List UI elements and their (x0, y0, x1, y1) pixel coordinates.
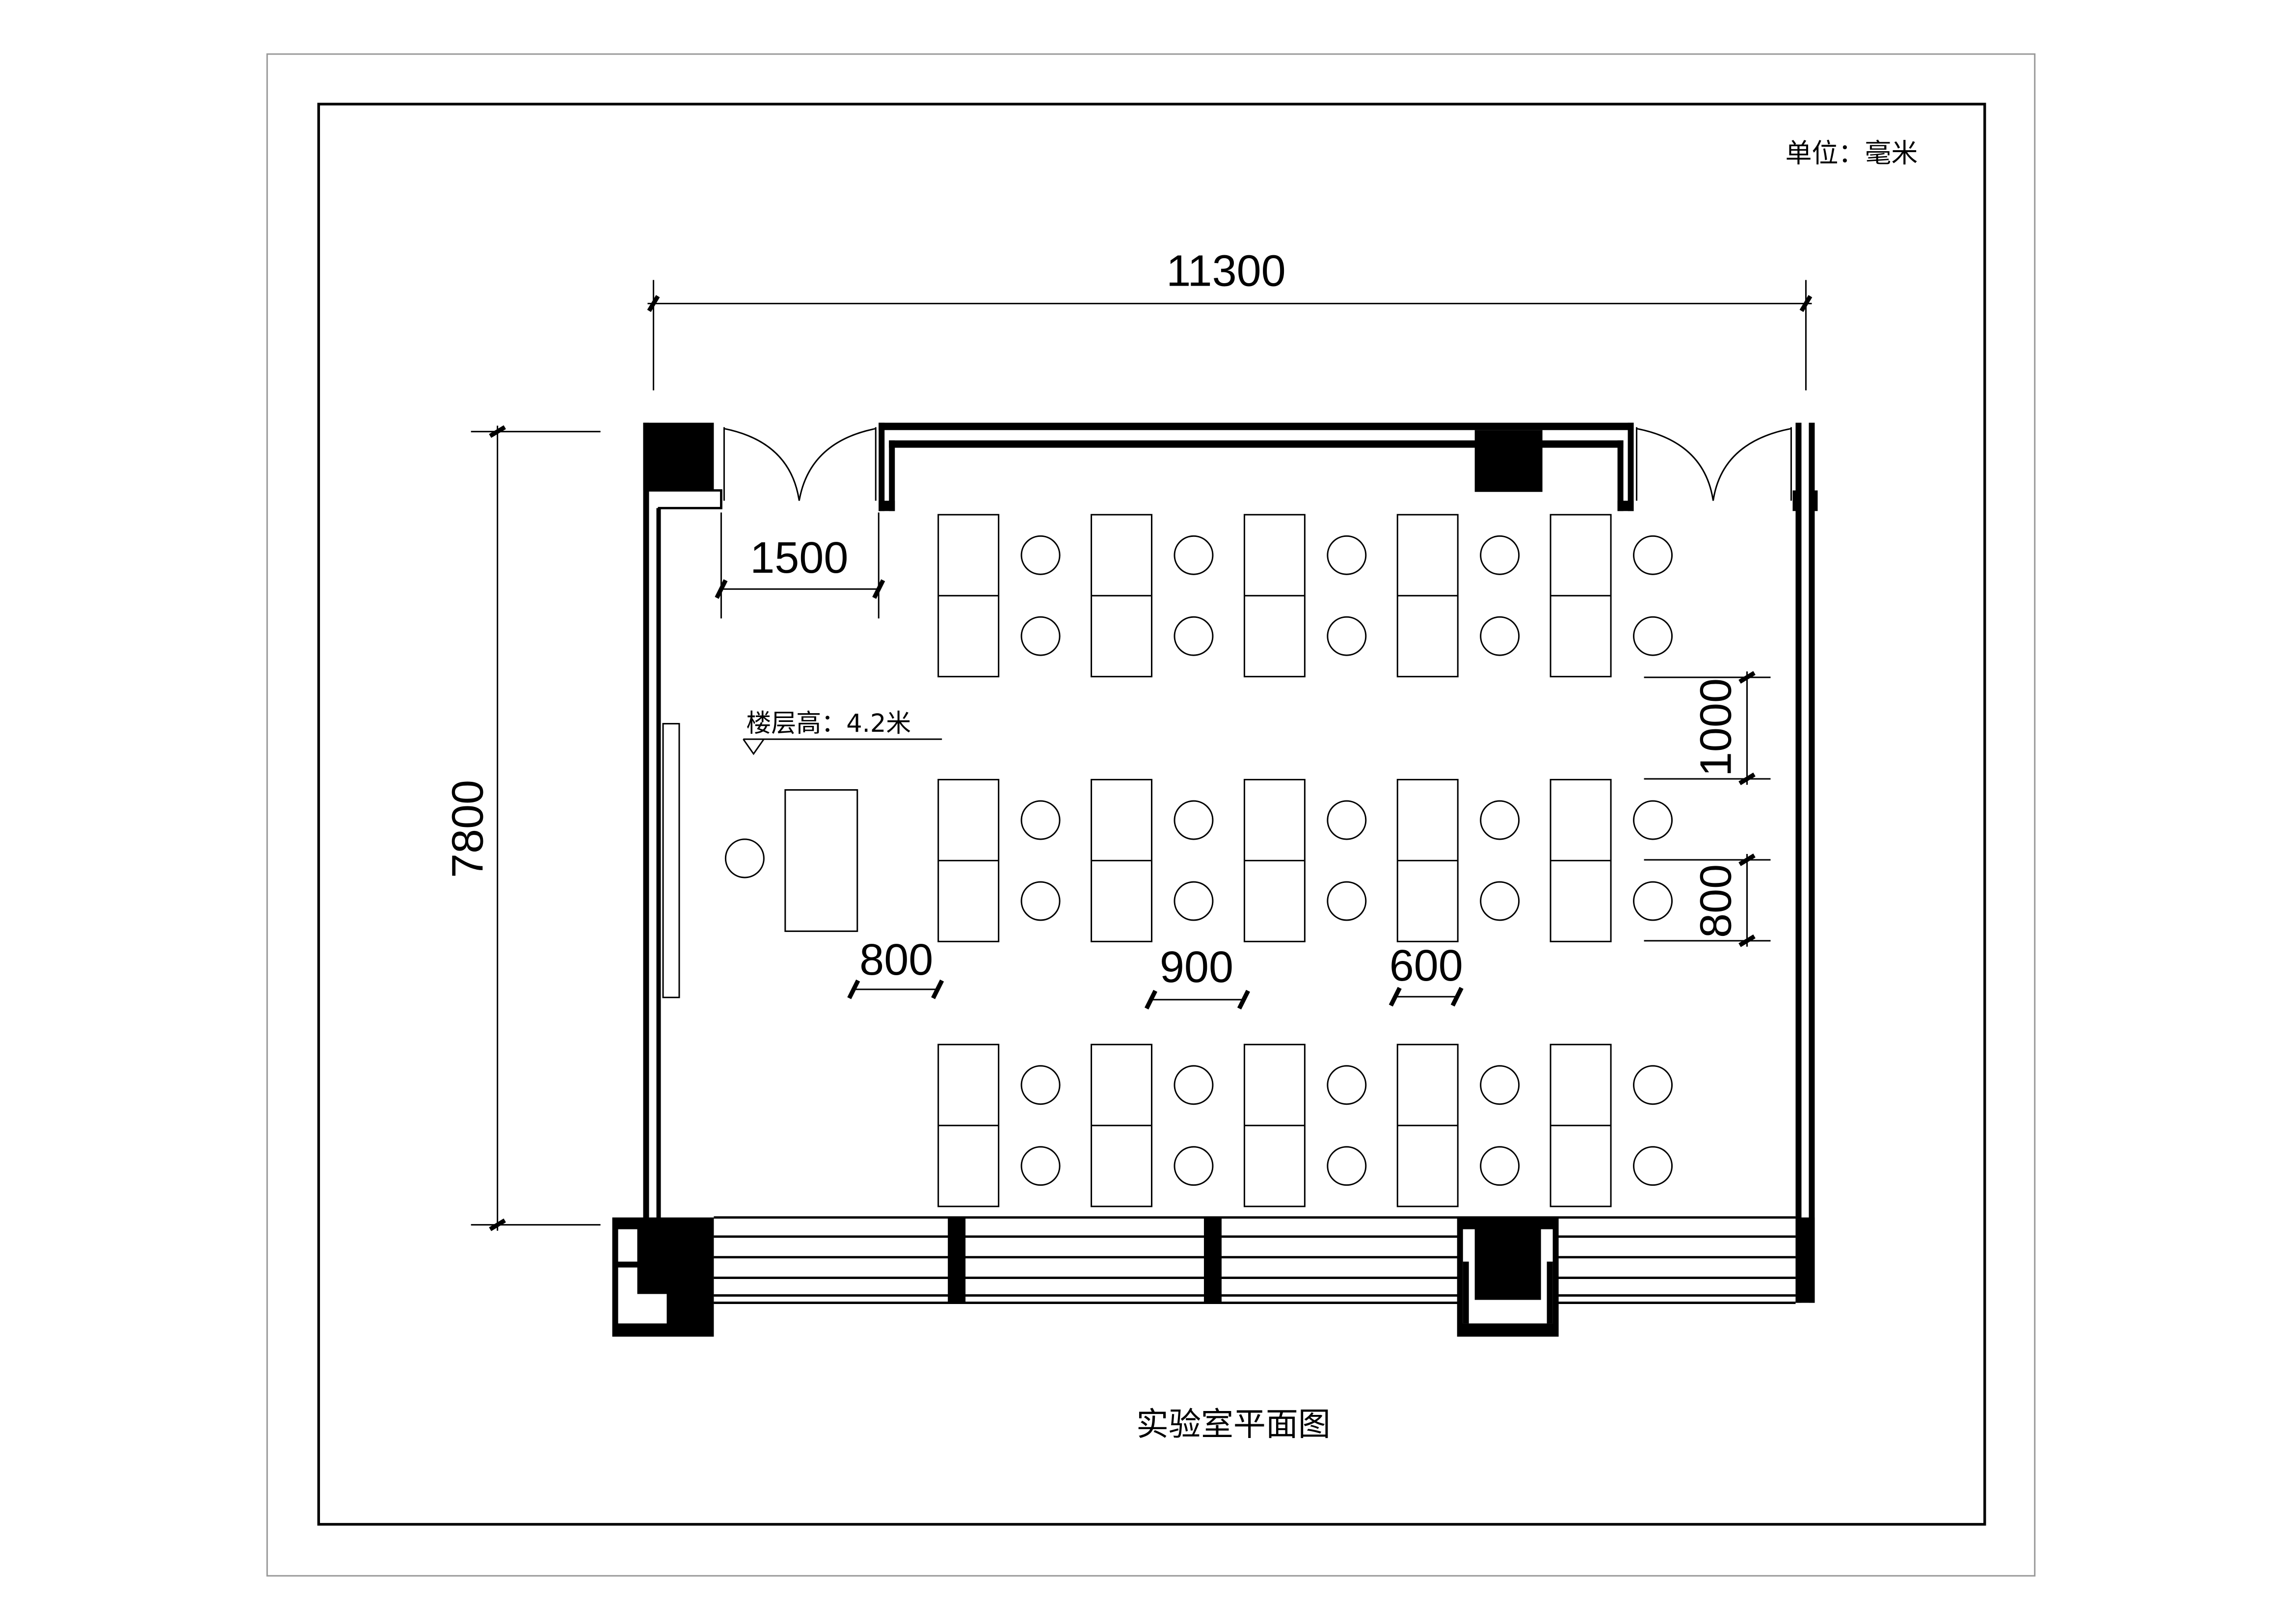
door-right[interactable] (1636, 427, 1792, 501)
student-chair (1480, 800, 1520, 840)
student-chair (1020, 616, 1061, 656)
student-chair (1480, 535, 1520, 575)
student-chair (1480, 1146, 1520, 1186)
column-top-right (1474, 430, 1543, 492)
student-chair (1174, 535, 1214, 575)
teacher-desk (784, 789, 858, 932)
column-bottom-left (612, 1217, 714, 1337)
student-chair (1327, 535, 1367, 575)
svg-text:900: 900 (1160, 943, 1233, 992)
dimension-front-gap: 800 (847, 935, 944, 999)
column-top-left (643, 423, 714, 491)
dimension-row-spacing: 1000 (1644, 671, 1771, 785)
outer-frame (266, 53, 2036, 1577)
student-chair (1633, 1146, 1673, 1186)
door-left[interactable] (723, 427, 877, 501)
student-chair (1327, 1065, 1367, 1105)
drawing-title: 实验室平面图 (1136, 1405, 1331, 1443)
svg-text:11300: 11300 (1166, 246, 1285, 295)
svg-text:1000: 1000 (1691, 678, 1740, 776)
student-chair (1020, 1065, 1061, 1105)
teacher-chair (724, 838, 765, 879)
svg-text:7800: 7800 (444, 780, 493, 878)
inner-frame (317, 103, 1986, 1526)
dimension-door-width: 1500 (715, 512, 885, 619)
svg-text:800: 800 (859, 935, 933, 985)
dimension-aisle: 900 (1144, 943, 1250, 1010)
desk-grid (937, 514, 1673, 1207)
student-chair (1480, 1065, 1520, 1105)
svg-text:1500: 1500 (750, 533, 848, 583)
student-chair (1327, 881, 1367, 921)
student-chair (1633, 800, 1673, 840)
dimension-chair-gap: 600 (1388, 941, 1464, 1007)
dimension-total-width: 11300 (647, 246, 1813, 391)
floor-height-note: 楼层高：4.2米 (743, 709, 942, 755)
svg-text:楼层高：4.2米: 楼层高：4.2米 (746, 709, 911, 738)
student-chair (1174, 616, 1214, 656)
svg-text:600: 600 (1389, 941, 1463, 990)
window-wall (612, 1216, 1815, 1337)
student-chair (1633, 616, 1673, 656)
student-chair (1327, 800, 1367, 840)
dimension-total-depth: 7800 (444, 425, 601, 1231)
student-chair (1480, 881, 1520, 921)
student-chair (1174, 800, 1214, 840)
blackboard (662, 723, 680, 998)
student-chair (1020, 881, 1061, 921)
dimension-desk-depth: 800 (1644, 853, 1771, 947)
student-chair (1174, 881, 1214, 921)
student-chair (1633, 1065, 1673, 1105)
walls (643, 423, 1818, 1303)
student-chair (1020, 535, 1061, 575)
svg-text:800: 800 (1691, 864, 1740, 938)
student-chair (1020, 800, 1061, 840)
student-chair (1174, 1146, 1214, 1186)
student-chair (1633, 535, 1673, 575)
student-chair (1480, 616, 1520, 656)
student-chair (1020, 1146, 1061, 1186)
student-chair (1633, 881, 1673, 921)
unit-label: 单位：毫米 (1785, 138, 1918, 169)
student-chair (1327, 616, 1367, 656)
student-chair (1174, 1065, 1214, 1105)
column-bottom-right (1457, 1217, 1559, 1337)
student-chair (1327, 1146, 1367, 1186)
